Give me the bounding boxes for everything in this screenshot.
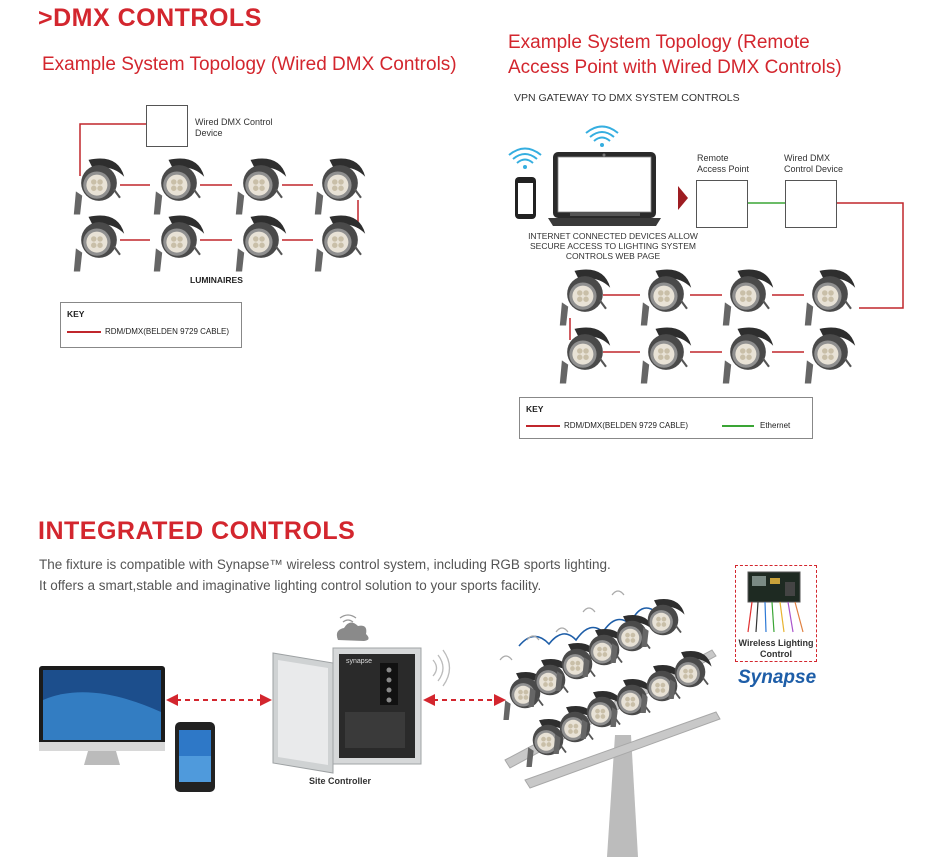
site-controller-label: Site Controller bbox=[309, 776, 372, 786]
remote-key-green-line bbox=[722, 425, 754, 427]
wired-dmx-device-label: Wired DMX Control Device bbox=[784, 153, 844, 174]
remote-key-item-ethernet: Ethernet bbox=[760, 421, 791, 430]
wired-key-item: RDM/DMX(BELDEN 9729 CABLE) bbox=[105, 327, 230, 336]
wired-dmx-control-device-label: Wired DMX Control Device bbox=[195, 117, 273, 138]
integrated-desc-line1: The fixture is compatible with Synapse™ … bbox=[39, 557, 611, 572]
vpn-label: VPN GATEWAY TO DMX SYSTEM CONTROLS bbox=[514, 92, 740, 104]
synapse-logo: Synapse bbox=[738, 667, 817, 688]
remote-access-point-label: Remote Access Point bbox=[697, 153, 750, 174]
controller-brand: synapse bbox=[346, 658, 373, 665]
wired-key-title: KEY bbox=[67, 309, 85, 319]
wireless-lighting-label: Wireless Lighting Control bbox=[738, 638, 814, 659]
wired-key-red-line bbox=[67, 331, 101, 333]
integrated-section-title: INTEGRATED CONTROLS bbox=[38, 517, 356, 545]
wireless-module-frame bbox=[735, 565, 817, 662]
dmx-section-title: >DMX CONTROLS bbox=[38, 4, 262, 32]
wired-topology-title: Example System Topology (Wired DMX Contr… bbox=[42, 54, 457, 75]
remote-key-item-dmx: RDM/DMX(BELDEN 9729 CABLE) bbox=[564, 421, 689, 430]
remote-key-title: KEY bbox=[526, 404, 544, 414]
luminaires-label: LUMINAIRES bbox=[190, 275, 243, 285]
remote-key: KEY RDM/DMX(BELDEN 9729 CABLE) Ethernet bbox=[519, 397, 813, 439]
remote-topology-title-line2: Access Point with Wired DMX Controls) bbox=[508, 57, 842, 78]
wired-dmx-device-box bbox=[785, 180, 837, 228]
internet-note: INTERNET CONNECTED DEVICES ALLOW SECURE … bbox=[528, 231, 698, 261]
integrated-desc-line2: It offers a smart,stable and imaginative… bbox=[39, 578, 542, 593]
remote-key-red-line bbox=[526, 425, 560, 427]
remote-access-point-box bbox=[696, 180, 748, 228]
remote-topology-title-line1: Example System Topology (Remote bbox=[508, 32, 810, 53]
wired-key: KEY RDM/DMX(BELDEN 9729 CABLE) bbox=[60, 302, 242, 348]
wired-dmx-control-device bbox=[146, 105, 188, 147]
